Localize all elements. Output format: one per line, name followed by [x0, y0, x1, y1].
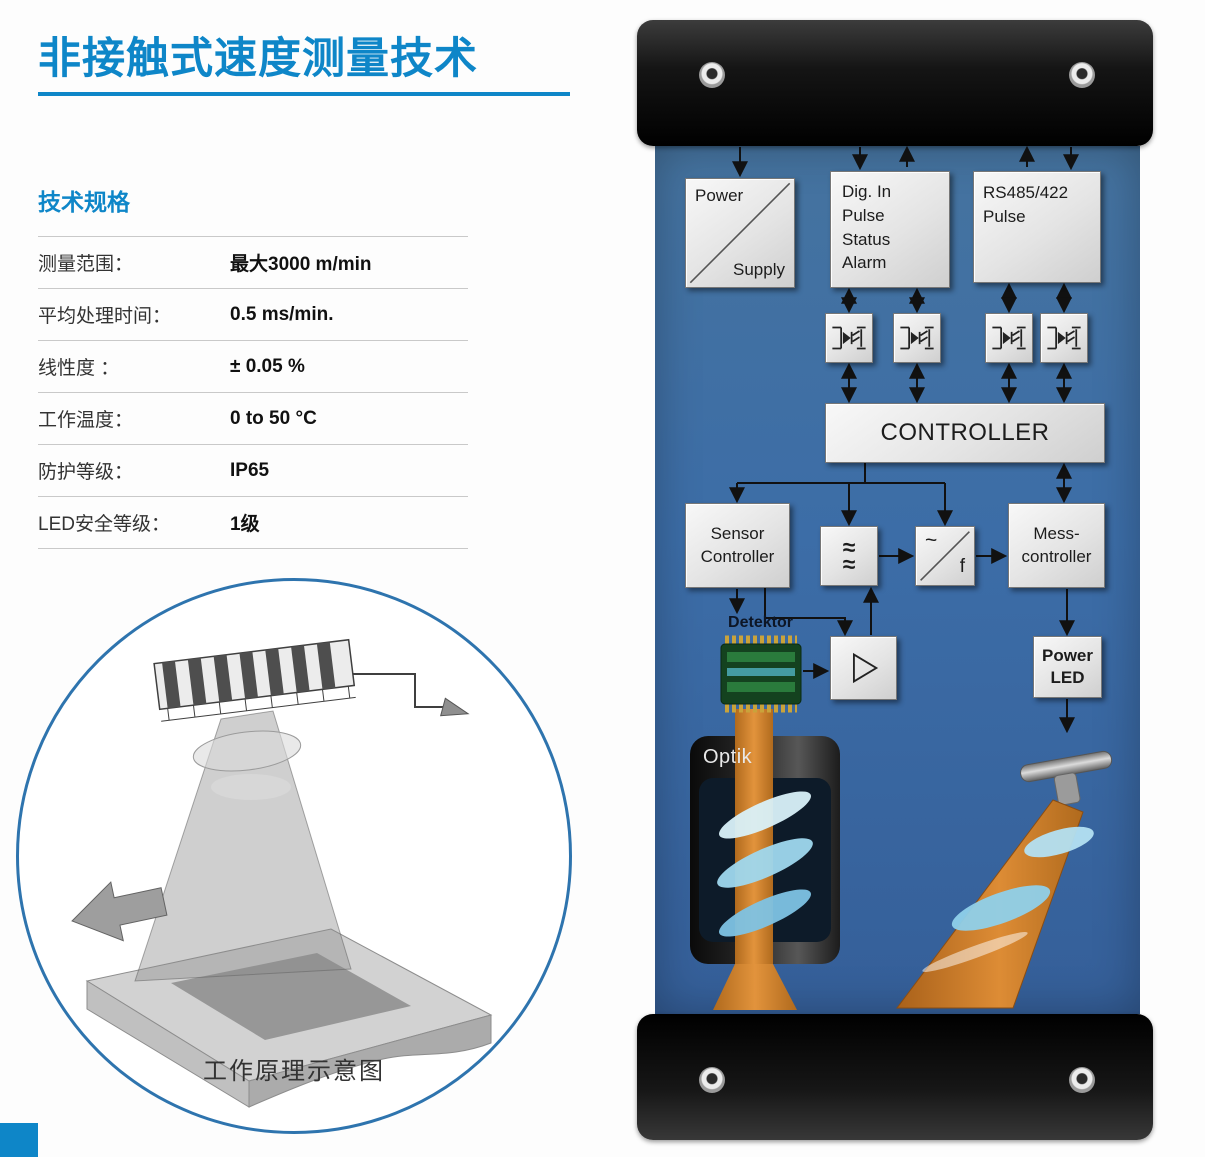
digin-line: Pulse — [842, 205, 885, 225]
specs-heading: 技术规格 — [38, 189, 130, 215]
spec-value: 1级 — [230, 514, 260, 535]
spec-value: 0.5 ms/min. — [230, 303, 334, 325]
corner-accent — [0, 1123, 38, 1157]
motion-arrow-left — [71, 881, 168, 942]
specs-table: 测量范围： 最大3000 m/min 平均处理时间： 0.5 ms/min. 线… — [38, 236, 468, 549]
motion-arrow-right — [440, 697, 470, 717]
optocoupler-icon — [992, 326, 1026, 350]
filter-symbol: ≈ — [842, 551, 856, 577]
spec-row-range: 测量范围： 最大3000 m/min — [38, 236, 468, 288]
controller-box: CONTROLLER — [825, 403, 1105, 463]
spec-row-protection: 防护等级： IP65 — [38, 444, 468, 496]
sensor-device: Power Supply Dig. In Pulse Status Alarm … — [635, 20, 1157, 1140]
digin-line: Status — [842, 229, 891, 249]
digin-line: Alarm — [842, 253, 887, 273]
digital-io-box: Dig. In Pulse Status Alarm — [830, 171, 950, 288]
supply-label: Supply — [733, 260, 785, 279]
converter-f-label: f — [959, 556, 965, 577]
diagonal-divider — [916, 527, 974, 585]
principle-circle: 工作原理示意图 — [16, 578, 572, 1134]
optocoupler-box — [893, 313, 941, 363]
title-underline — [38, 92, 570, 96]
power-label: Power — [695, 186, 744, 205]
power-supply-box: Power Supply — [685, 178, 795, 288]
spec-label: 防护等级： — [38, 462, 134, 483]
sensor-controller-line: Controller — [700, 546, 775, 566]
spec-label: 工作温度： — [38, 410, 134, 431]
rs485-line: Pulse — [983, 206, 1026, 226]
principle-illustration — [71, 638, 493, 1108]
screw-hole — [699, 62, 725, 88]
optocoupler-icon — [1047, 326, 1081, 350]
spec-row-linearity: 线性度 ： ± 0.05 % — [38, 340, 468, 392]
spec-row-temperature: 工作温度： 0 to 50 °C — [38, 392, 468, 444]
screw-hole — [1069, 1067, 1095, 1093]
diagonal-divider — [686, 179, 794, 287]
converter-wave-label: ~ — [925, 529, 938, 552]
frequency-converter-box: ~ f — [915, 526, 975, 586]
mess-controller-box: Mess- controller — [1008, 503, 1105, 588]
digin-line: Dig. In — [842, 182, 892, 201]
sensor-controller-box: Sensor Controller — [685, 503, 790, 588]
power-led-line: LED — [1050, 668, 1085, 687]
principle-caption: 工作原理示意图 — [203, 1058, 385, 1085]
controller-label: CONTROLLER — [880, 419, 1050, 446]
screw-hole — [1069, 62, 1095, 88]
spec-value: ± 0.05 % — [230, 355, 305, 377]
spec-label: 测量范围： — [38, 254, 134, 275]
device-bottom-cap — [637, 1014, 1153, 1140]
spec-value: IP65 — [230, 459, 270, 481]
spec-label: 线性度 ： — [38, 358, 120, 379]
grating-strip — [153, 638, 356, 722]
spec-value: 0 to 50 °C — [230, 407, 317, 429]
spec-value: 最大3000 m/min — [230, 254, 372, 275]
sensor-controller-line: Sensor — [710, 523, 765, 543]
filter-symbol: ≈ — [842, 533, 856, 560]
optocoupler-box — [985, 313, 1033, 363]
amplifier-box — [830, 636, 897, 700]
rs485-line: RS485/422 — [983, 183, 1069, 202]
rs485-box: RS485/422 Pulse — [973, 171, 1101, 283]
filter-box: ≈ ≈ — [820, 526, 878, 586]
spec-label: 平均处理时间： — [38, 306, 172, 327]
optik-label: Optik — [703, 746, 753, 768]
page-title: 非接触式速度测量技术 — [38, 35, 478, 83]
spec-label: LED安全等级： — [38, 514, 170, 535]
spec-row-led-class: LED安全等级： 1级 — [38, 496, 468, 549]
power-led-line: Power — [1041, 645, 1094, 665]
optocoupler-box — [1040, 313, 1088, 363]
optocoupler-icon — [832, 326, 866, 350]
screw-hole — [699, 1067, 725, 1093]
mess-controller-line: Mess- — [1033, 523, 1080, 543]
detektor-label: Detektor — [728, 614, 793, 631]
amplifier-icon — [852, 652, 878, 684]
optocoupler-icon — [900, 326, 934, 350]
power-led-box: Power LED — [1033, 636, 1102, 698]
spec-row-processing-time: 平均处理时间： 0.5 ms/min. — [38, 288, 468, 340]
device-top-cap — [637, 20, 1153, 146]
mess-controller-line: controller — [1021, 546, 1092, 566]
optocoupler-box — [825, 313, 873, 363]
